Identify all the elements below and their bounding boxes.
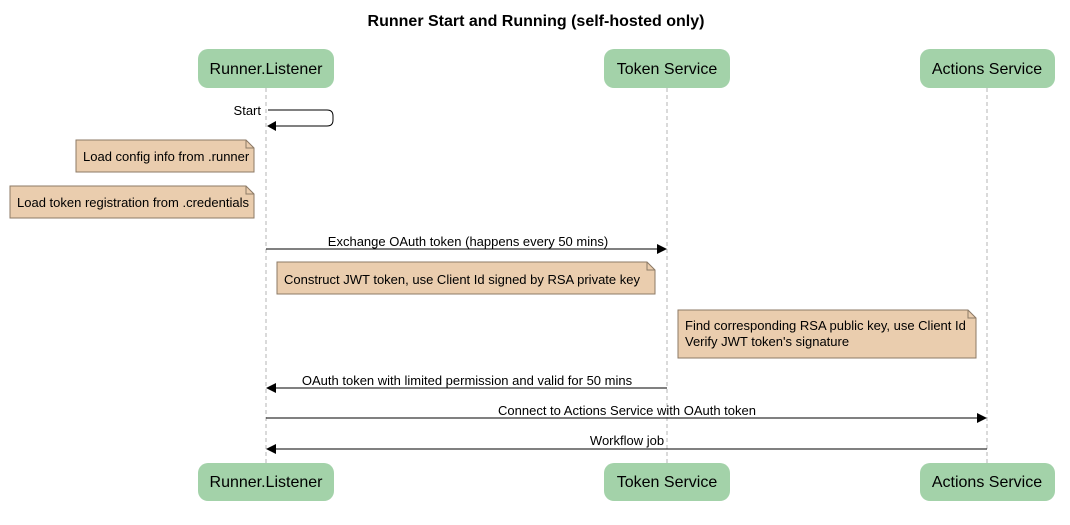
arrowhead bbox=[657, 244, 667, 254]
note-text: Verify JWT token's signature bbox=[685, 334, 849, 349]
participant-label: Actions Service bbox=[932, 474, 1042, 491]
note-text: Load token registration from .credential… bbox=[17, 195, 249, 210]
participant-label: Actions Service bbox=[932, 61, 1042, 78]
message-label: Start bbox=[234, 103, 262, 118]
message-label: Workflow job bbox=[590, 433, 664, 448]
note-text: Load config info from .runner bbox=[83, 149, 250, 164]
message-connect-actions-service: Connect to Actions Service with OAuth to… bbox=[266, 403, 987, 423]
message-label: Exchange OAuth token (happens every 50 m… bbox=[328, 234, 608, 249]
participant-label: Runner.Listener bbox=[210, 61, 324, 78]
participant-actions-service-bottom: Actions Service bbox=[920, 463, 1055, 501]
arrowhead bbox=[977, 413, 987, 423]
participant-token-service-top: Token Service bbox=[604, 49, 730, 88]
note-text: Find corresponding RSA public key, use C… bbox=[685, 318, 966, 333]
message-start: Start bbox=[234, 103, 334, 131]
note-construct-jwt: Construct JWT token, use Client Id signe… bbox=[276, 261, 656, 295]
participant-actions-service-top: Actions Service bbox=[920, 49, 1055, 88]
participant-runner-listener-bottom: Runner.Listener bbox=[198, 463, 334, 501]
participant-runner-listener-top: Runner.Listener bbox=[198, 49, 334, 88]
message-label: OAuth token with limited permission and … bbox=[302, 373, 633, 388]
participant-label: Token Service bbox=[617, 474, 718, 491]
arrowhead bbox=[266, 383, 276, 393]
participant-label: Runner.Listener bbox=[210, 474, 324, 491]
participant-label: Token Service bbox=[617, 61, 718, 78]
message-workflow-job: Workflow job bbox=[266, 433, 987, 454]
note-load-token-registration: Load token registration from .credential… bbox=[9, 185, 255, 219]
self-call-loop bbox=[268, 109, 334, 127]
note-verify-jwt: Find corresponding RSA public key, use C… bbox=[677, 309, 977, 359]
note-load-config: Load config info from .runner bbox=[75, 139, 255, 173]
arrowhead bbox=[267, 121, 276, 131]
arrowhead bbox=[266, 444, 276, 454]
participant-token-service-bottom: Token Service bbox=[604, 463, 730, 501]
diagram-title: Runner Start and Running (self-hosted on… bbox=[368, 13, 705, 30]
message-label: Connect to Actions Service with OAuth to… bbox=[498, 403, 756, 418]
message-exchange-oauth-token: Exchange OAuth token (happens every 50 m… bbox=[266, 234, 667, 254]
note-text: Construct JWT token, use Client Id signe… bbox=[284, 272, 640, 287]
message-oauth-token-response: OAuth token with limited permission and … bbox=[266, 373, 667, 393]
